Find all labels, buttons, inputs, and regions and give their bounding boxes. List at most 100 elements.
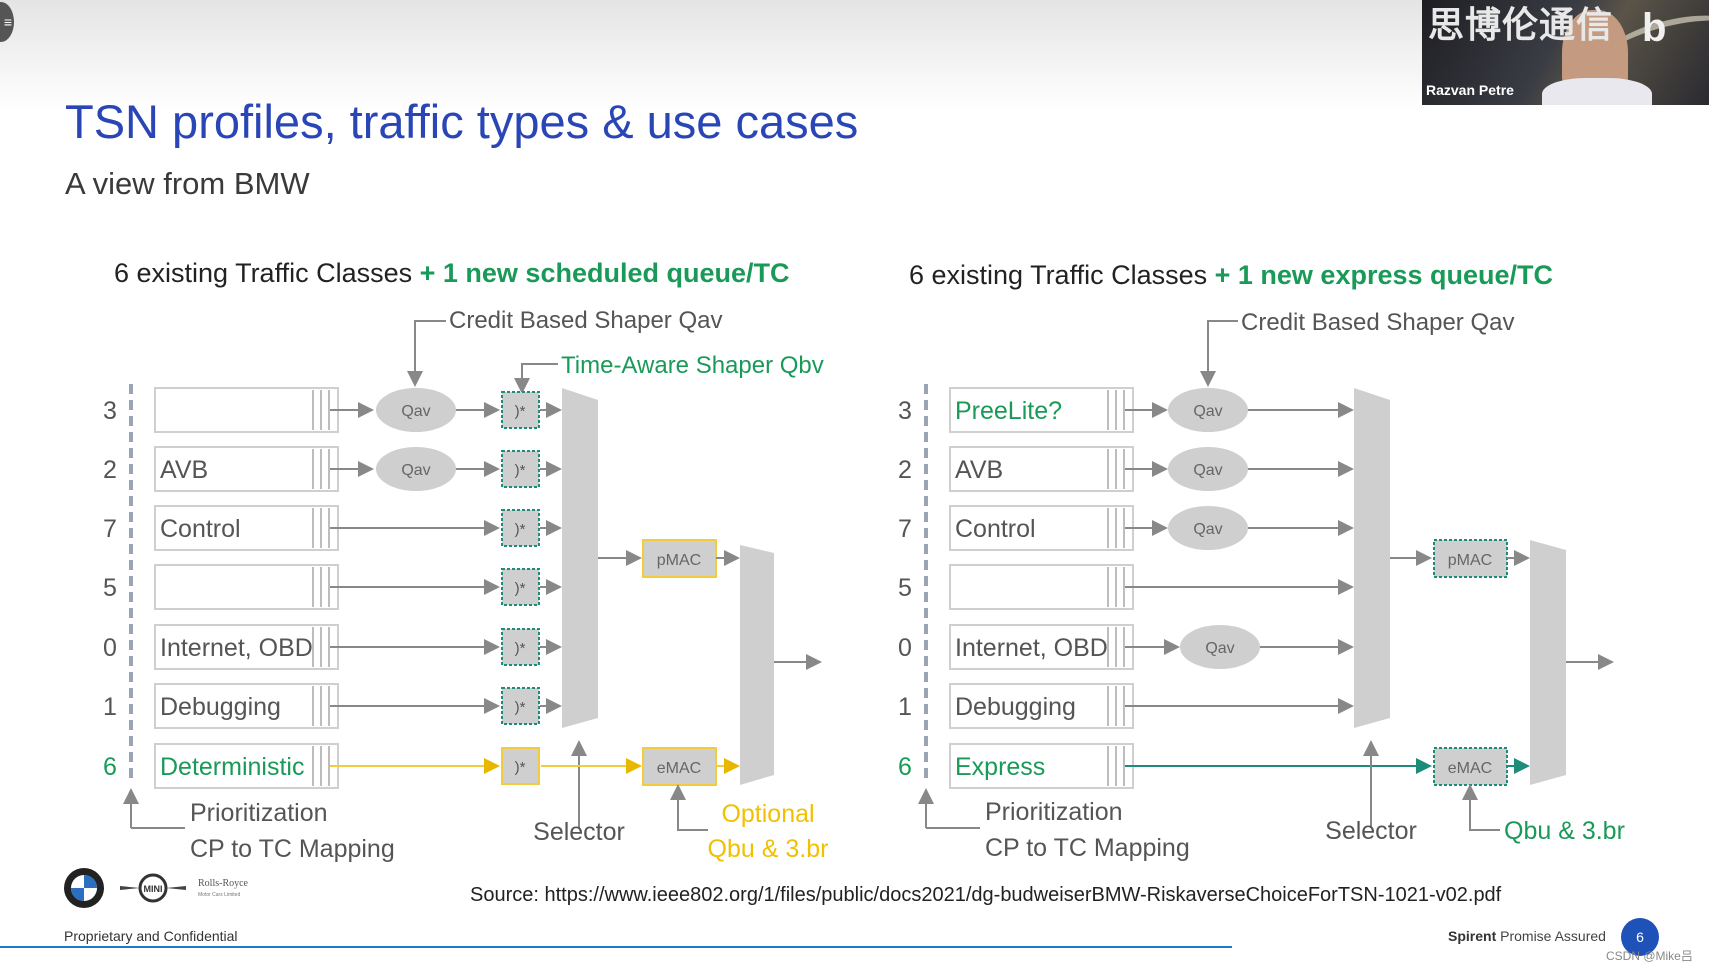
qav-shaper: Qav <box>1168 506 1248 550</box>
webcam-logo-icon: b <box>1642 6 1667 50</box>
right-pmac-box: pMAC <box>1433 539 1508 578</box>
queue-box <box>949 387 1134 433</box>
right-cbs-label: Credit Based Shaper Qav <box>1241 309 1514 336</box>
queue-box <box>949 505 1134 551</box>
svg-text:Qav: Qav <box>1205 640 1234 657</box>
svg-text:Qav: Qav <box>1193 403 1222 420</box>
left-prio-label-2: CP to TC Mapping <box>190 835 395 863</box>
gate-box: )* <box>501 628 540 666</box>
queue-box <box>154 505 339 551</box>
right-qbu-label: Qbu & 3.br <box>1504 817 1625 845</box>
left-selector-label: Selector <box>533 818 625 846</box>
rolls-royce-logo-icon: Rolls-Royce Motor Cars Limited <box>198 878 249 898</box>
right-qbu-pointer <box>1462 784 1500 831</box>
queue-label: Deterministic <box>160 753 304 781</box>
left-output-mux <box>740 545 774 785</box>
svg-text:eMAC: eMAC <box>1448 760 1492 777</box>
queue-label: Debugging <box>160 693 281 721</box>
presenter-name: Razvan Petre <box>1426 82 1514 98</box>
queue-box <box>949 624 1134 670</box>
svg-text:Qav: Qav <box>401 403 430 420</box>
queue-box <box>949 683 1134 729</box>
presenter-shirt <box>1542 78 1652 105</box>
queue-row-tc-5: 5 <box>103 564 339 610</box>
svg-text:)*: )* <box>515 640 526 657</box>
queue-label: Internet, OBD <box>955 634 1108 662</box>
menu-icon[interactable]: ≡ <box>0 2 14 42</box>
queue-label: PreeLite? <box>955 397 1062 425</box>
svg-text:Qav: Qav <box>1193 462 1222 479</box>
svg-text:Rolls-Royce: Rolls-Royce <box>198 878 249 889</box>
traffic-class-number: 1 <box>898 693 912 721</box>
svg-text:pMAC: pMAC <box>1448 552 1492 569</box>
left-tas-pointer <box>514 363 558 394</box>
right-heading: 6 existing Traffic Classes + 1 new expre… <box>909 260 1553 290</box>
brand-logos: MINI Rolls-Royce Motor Cars Limited <box>64 868 249 908</box>
queue-box <box>154 564 339 610</box>
right-panel: 6 existing Traffic Classes + 1 new expre… <box>898 260 1625 862</box>
traffic-class-number: 6 <box>898 753 912 781</box>
svg-text:eMAC: eMAC <box>657 760 701 777</box>
qav-shaper: Qav <box>1180 625 1260 669</box>
queue-row-tc-0: 0 Internet, OBD <box>103 624 339 670</box>
footer-rule <box>0 946 1232 948</box>
right-output-mux <box>1530 540 1566 785</box>
queue-box <box>949 743 1134 789</box>
source-citation: Source: https://www.ieee802.org/1/files/… <box>470 884 1502 906</box>
traffic-class-number: 1 <box>103 693 117 721</box>
traffic-class-number: 5 <box>103 574 117 602</box>
left-prio-label-1: Prioritization <box>190 799 328 827</box>
footer-confidential: Proprietary and Confidential <box>64 928 238 944</box>
qav-shaper: Qav <box>1168 447 1248 491</box>
queue-row-tc-7: 7 Control <box>898 505 1134 551</box>
queue-label: Internet, OBD <box>160 634 313 662</box>
gate-box: )* <box>501 687 540 725</box>
left-qav-shaper-2: Qav <box>376 447 456 491</box>
slide-title: TSN profiles, traffic types & use cases <box>65 95 859 148</box>
traffic-class-number: 3 <box>103 397 117 425</box>
right-prio-label-1: Prioritization <box>985 798 1123 826</box>
gate-box: )* <box>501 747 540 785</box>
left-time-aware-gates: )* )* )* )* )* )* )* <box>330 391 562 785</box>
queue-row-tc-5: 5 <box>898 564 1134 610</box>
left-selector-mux <box>562 388 598 728</box>
queue-label: AVB <box>955 456 1003 484</box>
traffic-class-number: 0 <box>898 634 912 662</box>
traffic-class-number: 7 <box>898 515 912 543</box>
svg-text:)*: )* <box>515 580 526 597</box>
traffic-class-number: 0 <box>103 634 117 662</box>
left-optional-label-1: Optional <box>721 800 814 828</box>
right-selector-label: Selector <box>1325 817 1417 845</box>
left-emac-box: eMAC <box>642 747 717 786</box>
svg-text:MINI: MINI <box>144 884 163 894</box>
left-optional-label-2: Qbu & 3.br <box>708 835 829 863</box>
svg-text:Motor Cars Limited: Motor Cars Limited <box>198 892 240 898</box>
left-cbs-label: Credit Based Shaper Qav <box>449 307 722 334</box>
gate-box: )* <box>501 391 540 429</box>
gate-box: )* <box>501 509 540 547</box>
svg-text:Qav: Qav <box>1193 521 1222 538</box>
queue-label: Control <box>955 515 1036 543</box>
right-emac-box: eMAC <box>1433 747 1508 786</box>
csdn-watermark: CSDN @Mike吕 <box>1606 949 1693 963</box>
queue-box <box>154 683 339 729</box>
traffic-class-number: 2 <box>103 456 117 484</box>
footer-brand: Spirent Promise Assured <box>1448 928 1606 944</box>
svg-text:)*: )* <box>515 462 526 479</box>
webcam-overlay-text: 思博伦通信 <box>1428 4 1614 45</box>
left-optional-pointer <box>670 784 708 831</box>
right-cbs-pointer <box>1200 320 1238 387</box>
right-prio-label-2: CP to TC Mapping <box>985 834 1190 862</box>
queue-box <box>154 387 339 433</box>
queue-row-tc-3: 3 <box>103 387 339 433</box>
